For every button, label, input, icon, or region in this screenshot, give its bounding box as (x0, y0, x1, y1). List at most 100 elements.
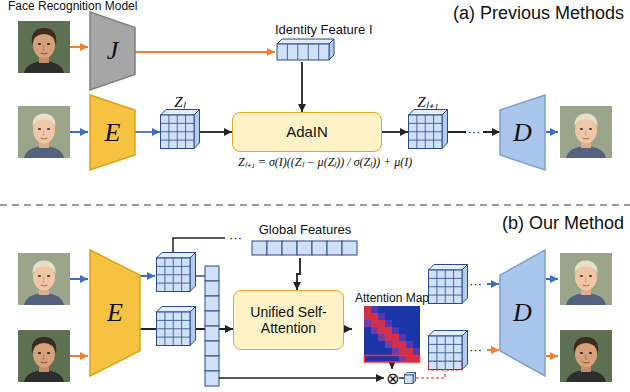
attention-cell (399, 306, 406, 313)
encoder-outline (90, 250, 140, 376)
attention-cell (364, 341, 371, 348)
vector-face (277, 39, 334, 44)
decoder: D (500, 250, 545, 376)
attention-cell (385, 341, 392, 348)
encoder: E (90, 250, 140, 376)
attention-cell (406, 320, 413, 327)
attention-cell (413, 306, 420, 313)
attention-cell (392, 348, 399, 355)
attention-cell (385, 320, 392, 327)
flow-arrow (70, 278, 88, 280)
face-recognition-model: Face Recognition ModelJ (90, 12, 135, 90)
connector (135, 131, 160, 133)
global-token-bar (252, 240, 362, 256)
attention-cell (378, 306, 385, 313)
connector (200, 131, 232, 133)
encoder-outline (90, 95, 135, 170)
attention-cell (413, 341, 420, 348)
ellipsis: ··· (469, 342, 482, 358)
wire (173, 238, 225, 252)
identity-vector (277, 39, 335, 61)
flow-arrow (70, 355, 88, 357)
token-cell (282, 241, 297, 255)
attention-cell (399, 327, 406, 334)
attention-cell (413, 334, 420, 341)
flow-arrow (219, 377, 384, 379)
vector-face (277, 44, 329, 60)
feature-grid (161, 110, 200, 149)
product-symbol: ⊗ (386, 369, 399, 388)
attention-cell (378, 334, 385, 341)
attention-cell (399, 348, 406, 355)
decoder-outline (500, 250, 545, 376)
attention-cell (371, 313, 378, 320)
feature-map (157, 253, 196, 292)
attention-cell (385, 306, 392, 313)
module-letter: D (513, 298, 532, 328)
token-cell (312, 241, 327, 255)
attention-cell (399, 341, 406, 348)
attention-cell (392, 341, 399, 348)
attention-cell (413, 327, 420, 334)
flow-arrow (546, 278, 558, 280)
attention-cell (371, 334, 378, 341)
feature-grid (408, 109, 448, 149)
attention-cell (392, 313, 399, 320)
face-photo (18, 330, 70, 382)
part-label: Global Features (259, 222, 352, 237)
encoder: E (90, 95, 135, 170)
panel-heading: (b) Our Method (502, 213, 624, 235)
attention-cell (392, 320, 399, 327)
attention-cell (378, 341, 385, 348)
face-recognition-model-outline (90, 12, 135, 90)
updated-row (429, 362, 463, 371)
attention-cell (399, 320, 406, 327)
part-label: Identity Feature I (275, 22, 373, 37)
attention-cell (378, 327, 385, 334)
vector-face (329, 39, 334, 60)
attention-cell (406, 334, 413, 341)
token-cell (252, 241, 267, 255)
ellipsis: ··· (229, 230, 242, 246)
token-cell (327, 241, 342, 255)
attention-cell (364, 348, 371, 355)
feature-map: Zₗ (160, 93, 200, 149)
attention-cell (392, 306, 399, 313)
panel-divider (0, 204, 630, 206)
flow-arrow (70, 131, 88, 133)
flow-arrow (546, 131, 558, 133)
module-letter: E (107, 298, 123, 328)
token-cell (342, 241, 357, 255)
attention-cell (413, 348, 420, 355)
feature-map (429, 265, 468, 304)
feature-map (157, 307, 196, 346)
token-column (205, 266, 219, 386)
connector (382, 131, 408, 133)
block-label: AdaIN (286, 123, 328, 140)
attention-cell (385, 327, 392, 334)
face-photo (560, 106, 612, 158)
flow-arrow (487, 349, 499, 351)
attention-cell (406, 306, 413, 313)
attention-cell (413, 320, 420, 327)
attention-cell (406, 313, 413, 320)
wire (416, 371, 445, 378)
face-photo (560, 253, 612, 305)
block-label: Unified Self-Attention (241, 304, 336, 336)
attention-cell (371, 341, 378, 348)
flow-arrow (546, 355, 558, 357)
feature-name: Zₗ (174, 94, 185, 111)
adain-block: AdaIN (232, 112, 382, 152)
attention-cell (406, 348, 413, 355)
attention-cell (385, 334, 392, 341)
decoder-outline (500, 95, 545, 170)
connector (344, 328, 352, 330)
edge-label: ··· (466, 125, 483, 139)
flow-arrow (70, 46, 88, 48)
attention-cell (378, 348, 385, 355)
flow-arrow (391, 363, 393, 369)
flow-arrow (140, 275, 155, 277)
face-photo (18, 253, 70, 305)
feature-grid (409, 110, 448, 149)
attention-cell (371, 320, 378, 327)
